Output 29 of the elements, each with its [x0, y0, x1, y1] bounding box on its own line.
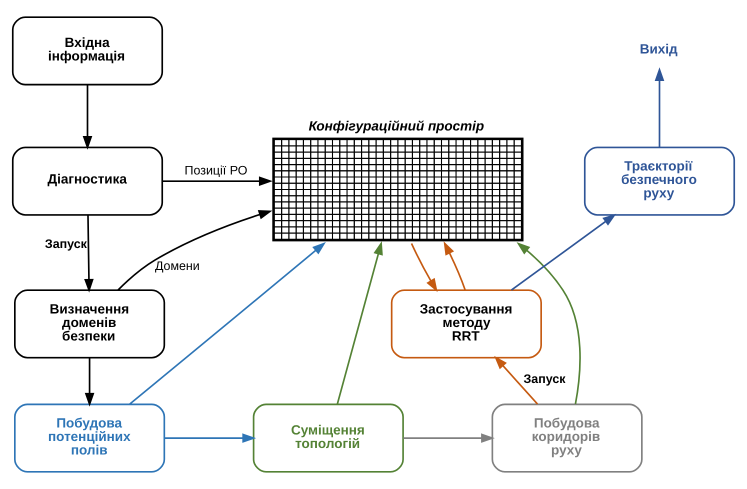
arrow [654, 67, 664, 148]
edge-label: Домени [154, 259, 200, 274]
node-box: Застосування методу RRT [390, 289, 542, 358]
arrow [444, 241, 466, 290]
node-box: Діагностика [12, 146, 164, 216]
arrow [403, 433, 495, 443]
arrow [336, 241, 383, 404]
arrow [494, 356, 538, 405]
arrow [164, 433, 256, 443]
arrow [510, 214, 616, 291]
arrow [129, 242, 326, 405]
edge-label: Запуск [524, 372, 566, 386]
node-text: Вихід [640, 41, 678, 56]
arrow [410, 243, 438, 292]
arrow [162, 176, 273, 186]
edge-label: Позиції РО [184, 164, 248, 178]
node-box: Суміщення топологій [252, 404, 404, 473]
arrow [82, 84, 92, 150]
arrow [84, 358, 94, 407]
edge-label: Запуск [44, 237, 87, 252]
node-box: Вхідна інформація [12, 16, 164, 86]
node-box: Визначення доменів безпеки [14, 289, 166, 358]
node-box: Побудова коридорів руху [492, 404, 643, 473]
arrow [516, 242, 581, 404]
node-box: Побудова потенційних полів [14, 404, 166, 473]
arrow [118, 210, 272, 291]
node-label: Конфігураційний простір [308, 118, 484, 134]
node-box: Траєкторії безпечного руху [584, 146, 736, 216]
arrow [84, 215, 94, 293]
